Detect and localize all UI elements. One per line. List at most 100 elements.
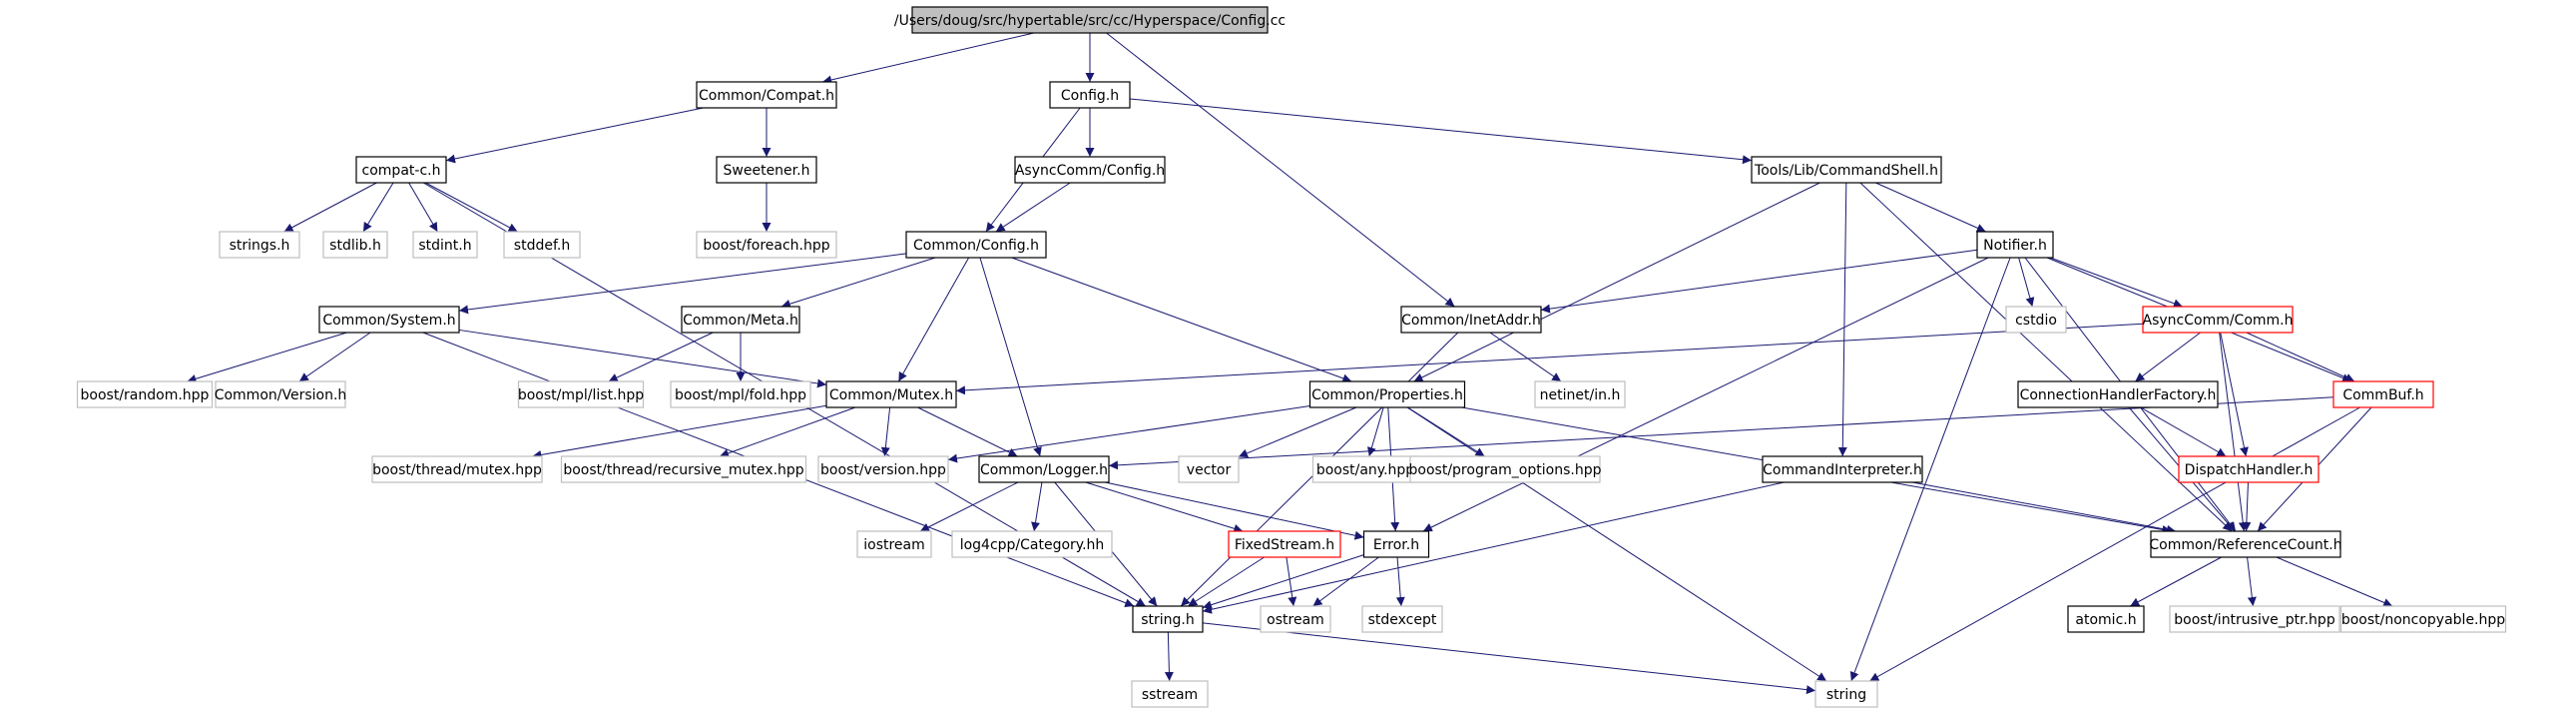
edge-dispatch-to-refcount — [2242, 481, 2252, 532]
node-box — [2142, 306, 2294, 334]
node-label: AsyncComm/Config.h — [1015, 163, 1165, 179]
node-box — [1814, 680, 1878, 708]
node-cmdshell[interactable]: Tools/Lib/CommandShell.h — [1751, 156, 1942, 184]
node-chf[interactable]: ConnectionHandlerFactory.h — [2017, 380, 2219, 408]
node-dispatch[interactable]: DispatchHandler.h — [2178, 455, 2319, 483]
node-mplfold: boost/mpl/fold.hpp — [670, 380, 811, 408]
node-label: Common/Logger.h — [980, 462, 1108, 478]
edge-cmdinterp-to-refcount — [1911, 481, 2177, 534]
node-refcount[interactable]: Common/ReferenceCount.h — [2149, 530, 2342, 558]
edge-inetaddr-to-netinet — [1489, 332, 1562, 382]
node-comconfig[interactable]: Common/Config.h — [905, 231, 1047, 259]
node-ostream: ostream — [1260, 605, 1331, 633]
node-label: netinet/in.h — [1540, 387, 1621, 403]
node-label: FixedStream.h — [1235, 537, 1334, 553]
node-asynccfg[interactable]: AsyncComm/Config.h — [1014, 156, 1166, 184]
node-commbuf[interactable]: CommBuf.h — [2332, 380, 2434, 408]
node-box — [215, 380, 346, 408]
node-label: boost/mpl/list.hpp — [518, 387, 644, 403]
node-label: strings.h — [230, 238, 290, 254]
node-noncopyable: boost/noncopyable.hpp — [2339, 605, 2507, 633]
node-meta[interactable]: Common/Meta.h — [681, 306, 800, 334]
node-box — [1311, 455, 1419, 483]
node-stringh[interactable]: string.h — [1132, 605, 1204, 633]
node-compatc[interactable]: compat-c.h — [355, 156, 447, 184]
node-label: Common/Mutex.h — [829, 387, 953, 403]
node-log4cpp: log4cpp/Category.hh — [951, 530, 1113, 558]
node-box — [1762, 455, 1923, 483]
node-label: boost/intrusive_ptr.hpp — [2174, 612, 2335, 628]
node-box — [856, 530, 932, 558]
node-box — [1400, 306, 1542, 334]
node-label: stdint.h — [418, 238, 471, 254]
node-root[interactable]: /Users/doug/src/hypertable/src/cc/Hypers… — [894, 6, 1286, 34]
node-label: boost/mpl/fold.hpp — [675, 387, 806, 403]
node-box — [2005, 306, 2067, 334]
node-mutex[interactable]: Common/Mutex.h — [825, 380, 957, 408]
node-box — [1132, 605, 1204, 633]
node-logger[interactable]: Common/Logger.h — [978, 455, 1110, 483]
node-box — [412, 231, 478, 259]
node-box — [951, 530, 1113, 558]
edge-properties-to-any — [1367, 406, 1384, 457]
node-stdexcept: stdexcept — [1361, 605, 1443, 633]
node-label: string.h — [1141, 612, 1195, 628]
node-box — [825, 380, 957, 408]
node-atomic[interactable]: atomic.h — [2067, 605, 2145, 633]
edge-fixedstream-to-stringh — [1188, 556, 1265, 607]
node-box — [503, 231, 581, 259]
edge-notifier-to-error — [1422, 257, 1989, 532]
node-box — [1049, 81, 1131, 109]
edge-logger-to-log4cpp — [1031, 481, 1043, 532]
edge-notifier-to-cstdio — [2018, 257, 2035, 308]
node-box — [2150, 530, 2341, 558]
edge-comconfig-to-mutex — [897, 257, 970, 382]
node-vector: vector — [1178, 455, 1240, 483]
edge-logger-to-error — [1105, 481, 1364, 540]
edge-compatc-to-strings — [283, 182, 377, 233]
node-fixedstream[interactable]: FixedStream.h — [1228, 530, 1341, 558]
node-label: stdlib.h — [329, 238, 381, 254]
node-compat[interactable]: Common/Compat.h — [696, 81, 837, 109]
node-label: Common/Compat.h — [699, 88, 834, 104]
node-mpllist: boost/mpl/list.hpp — [518, 380, 644, 408]
node-box — [817, 455, 949, 483]
node-config[interactable]: Config.h — [1049, 81, 1131, 109]
node-box — [1178, 455, 1240, 483]
node-label: Common/Meta.h — [683, 313, 798, 329]
node-stddef: stddef.h — [503, 231, 581, 259]
edge-comm-to-mutex — [955, 323, 2144, 395]
node-label: Common/Config.h — [913, 238, 1039, 254]
edge-cmdshell-to-notifier — [1875, 182, 1986, 233]
edge-cmdinterp-to-stringh — [1202, 481, 1785, 614]
node-label: Tools/Lib/CommandShell.h — [1754, 163, 1938, 179]
node-box — [1534, 380, 1626, 408]
node-box — [560, 455, 807, 483]
node-label: Notifier.h — [1983, 238, 2047, 254]
node-recmutex: boost/thread/recursive_mutex.hpp — [560, 455, 807, 483]
node-properties[interactable]: Common/Properties.h — [1308, 380, 1466, 408]
node-cmdinterp[interactable]: CommandInterpreter.h — [1762, 455, 1923, 483]
node-box — [2178, 455, 2319, 483]
node-box — [1014, 156, 1166, 184]
edge-error-to-stringh — [1202, 554, 1364, 610]
node-box — [696, 231, 837, 259]
node-label: Common/Version.h — [215, 387, 347, 403]
node-inetaddr[interactable]: Common/InetAddr.h — [1400, 306, 1542, 334]
edge-mutex-to-logger — [917, 406, 1018, 457]
node-box — [911, 6, 1269, 34]
node-label: ConnectionHandlerFactory.h — [2020, 387, 2217, 403]
edge-cmdshell-to-cmdinterp — [1837, 182, 1847, 457]
node-box — [322, 231, 388, 259]
node-sweetener[interactable]: Sweetener.h — [716, 156, 817, 184]
edge-cmdshell-to-refcount — [1859, 182, 2233, 532]
node-label: ostream — [1267, 612, 1324, 628]
node-system[interactable]: Common/System.h — [318, 306, 460, 334]
node-label: log4cpp/Category.hh — [960, 537, 1105, 553]
node-comm[interactable]: AsyncComm/Comm.h — [2142, 306, 2294, 334]
edge-chf-to-dispatch — [2140, 406, 2227, 457]
node-box — [219, 231, 300, 259]
edge-meta-to-mpllist — [608, 332, 714, 382]
node-notifier[interactable]: Notifier.h — [1976, 231, 2054, 259]
node-error[interactable]: Error.h — [1362, 530, 1430, 558]
